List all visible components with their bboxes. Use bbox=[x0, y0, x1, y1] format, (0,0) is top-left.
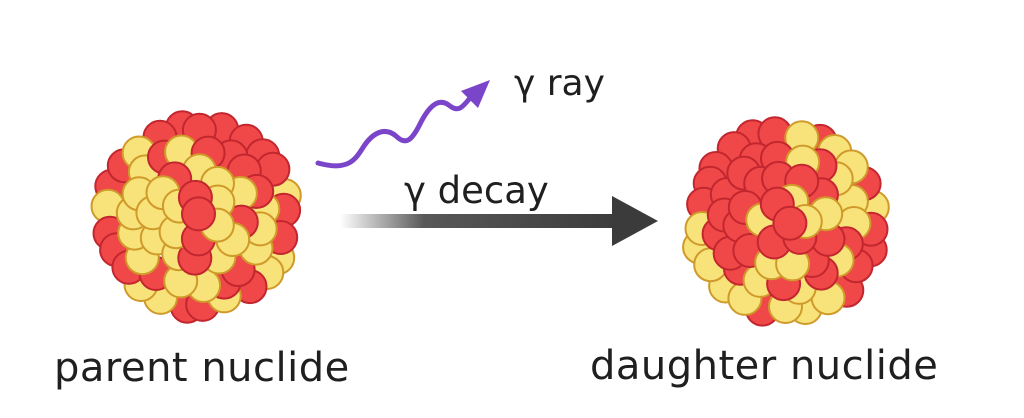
gamma-ray-label: γ ray bbox=[514, 63, 605, 104]
gamma-ray-arrowhead bbox=[461, 80, 490, 108]
decay-arrow-shaft bbox=[340, 214, 622, 228]
parent-nuclide-label: parent nuclide bbox=[54, 345, 350, 391]
decay-arrow-head bbox=[612, 196, 658, 246]
gamma-ray-wave bbox=[315, 80, 490, 169]
proton bbox=[181, 196, 216, 232]
daughter-nuclide-label: daughter nuclide bbox=[590, 343, 939, 389]
decay-arrow bbox=[340, 196, 658, 246]
daughter-nucleus bbox=[682, 116, 890, 327]
proton bbox=[772, 205, 808, 241]
parent-nucleus bbox=[90, 110, 302, 324]
gamma-ray-wave-line bbox=[315, 95, 473, 169]
gamma-decay-label: γ decay bbox=[404, 169, 549, 212]
